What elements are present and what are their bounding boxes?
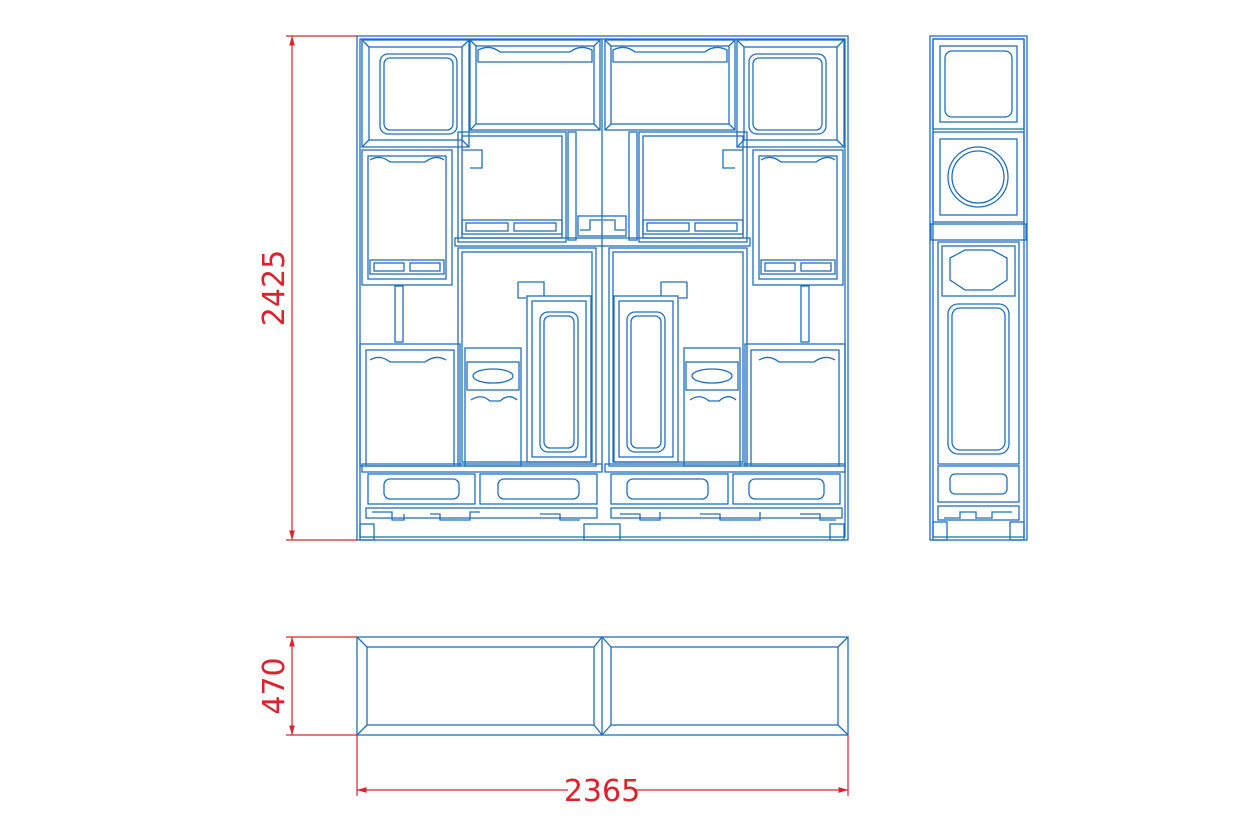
bottom-right-compartment <box>744 343 846 467</box>
small-drawer-right <box>683 347 741 467</box>
top-center-right-compartment <box>604 39 736 131</box>
dimension-width <box>356 735 849 796</box>
small-drawer-left <box>464 347 522 467</box>
dimension-height <box>286 35 357 541</box>
dimension-depth <box>286 636 357 736</box>
side-elevation <box>929 35 1028 541</box>
dimension-depth-label: 470 <box>257 657 292 714</box>
center-upright-panels <box>567 131 638 241</box>
middle-center-left-compartment <box>457 131 567 243</box>
top-center-left-compartment <box>469 39 601 131</box>
side-top-compartment <box>932 38 1025 130</box>
top-right-compartment <box>736 39 845 148</box>
top-left-compartment <box>361 39 470 148</box>
front-elevation <box>356 35 849 541</box>
dimension-width-label: 2365 <box>564 774 640 809</box>
side-bottom-compartment <box>937 241 1020 465</box>
base-drawers <box>367 473 841 505</box>
middle-center-right-compartment <box>638 131 748 243</box>
middle-right-compartment <box>752 149 844 286</box>
plan-view <box>356 635 849 737</box>
lower-center-right-compartment <box>608 247 748 467</box>
side-round-window <box>932 131 1025 223</box>
bottom-left-compartment <box>359 343 461 467</box>
apron-fretwork <box>365 507 843 521</box>
dimension-height-label: 2425 <box>257 250 292 326</box>
middle-left-compartment <box>361 149 453 286</box>
lower-center-left-compartment <box>457 247 597 467</box>
